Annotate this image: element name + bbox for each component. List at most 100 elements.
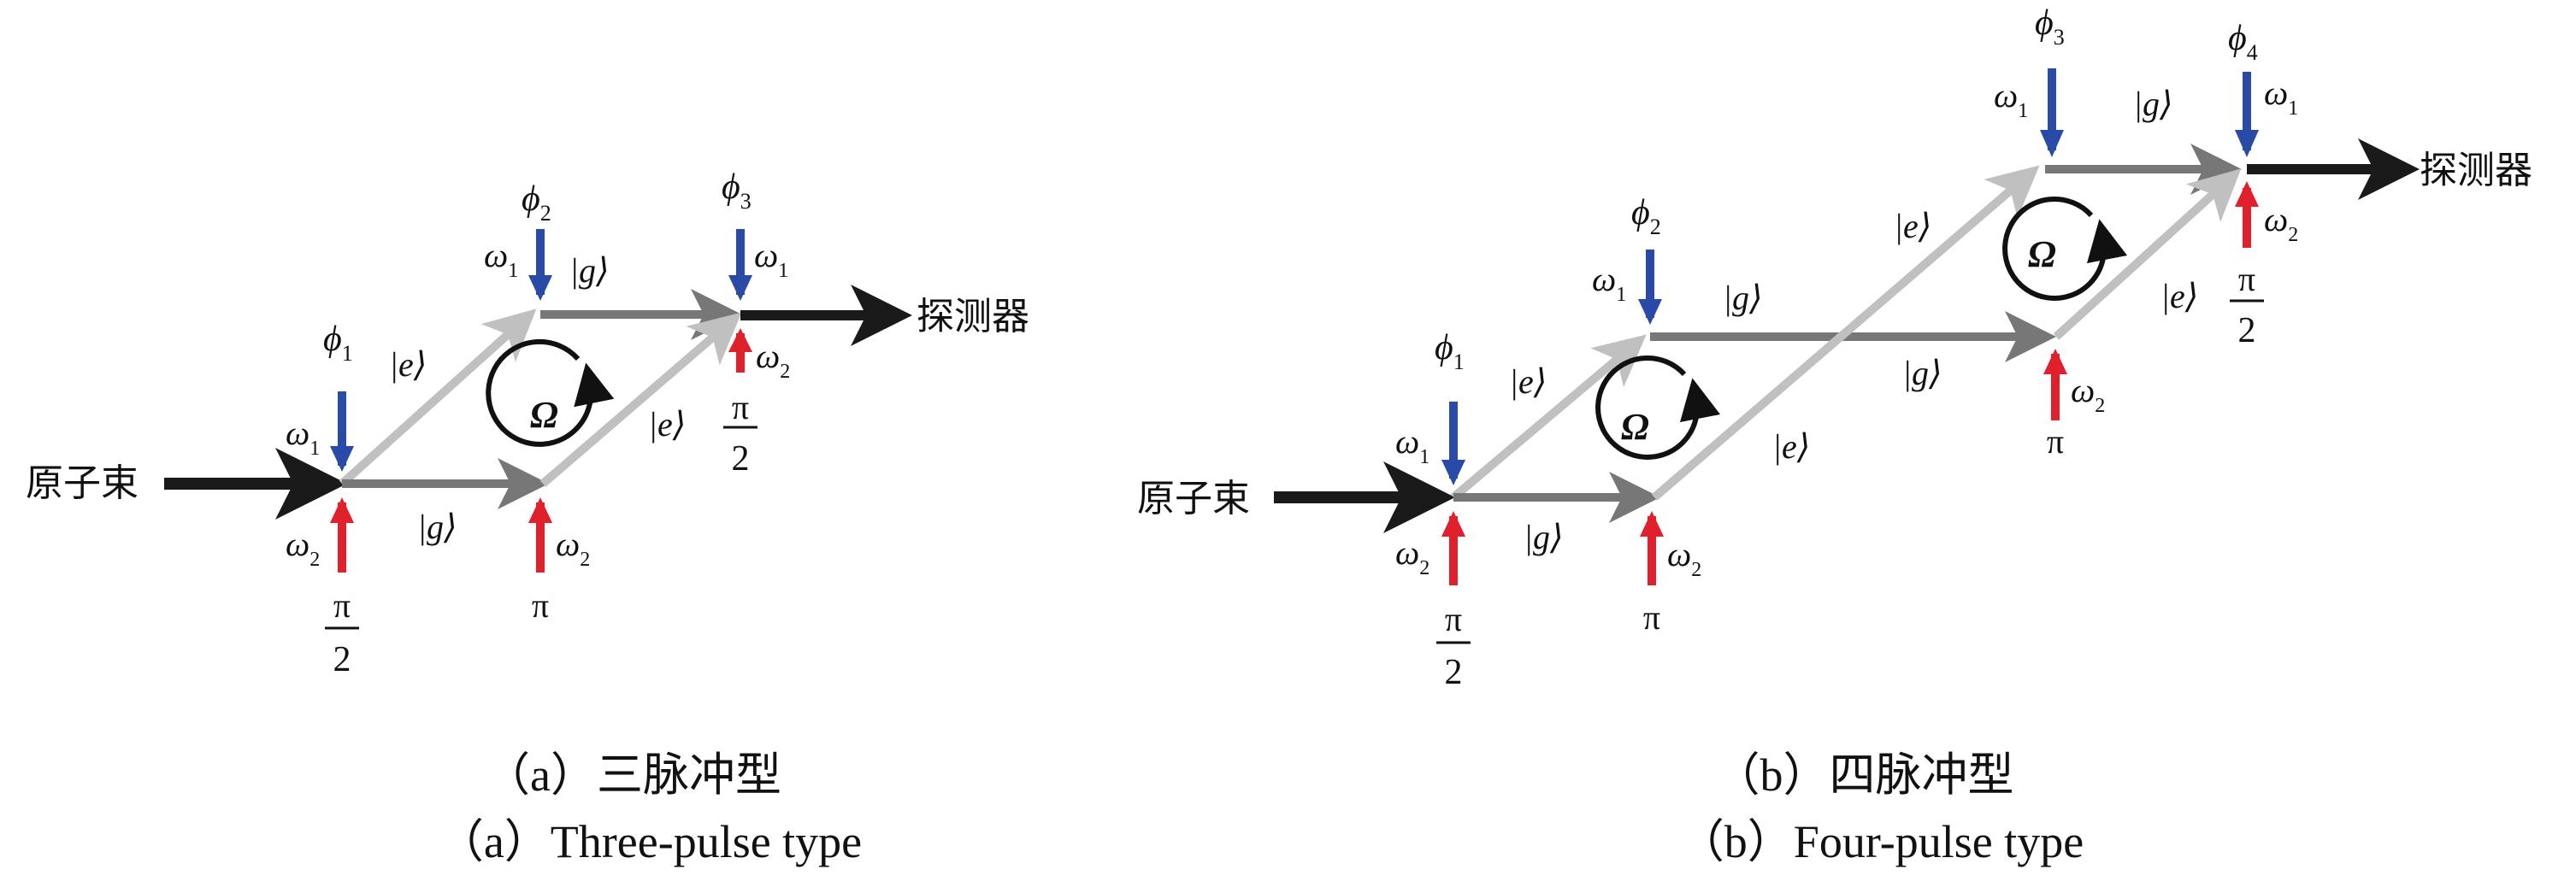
state-e-label: |e⟩ bbox=[1509, 362, 1547, 401]
svg-text:ϕ3: ϕ3 bbox=[2035, 3, 2065, 50]
phase-label: ϕ bbox=[522, 179, 540, 219]
svg-text:ω2: ω2 bbox=[286, 525, 320, 571]
pulse-area-denominator: 2 bbox=[2238, 311, 2256, 350]
rotation-circle-icon bbox=[1595, 355, 1721, 460]
omega2-arrowhead-icon bbox=[1640, 511, 1664, 537]
omega1-subscript: 1 bbox=[2018, 100, 2028, 122]
omega1-label: ω bbox=[1395, 422, 1419, 461]
panel-b-caption-en: （b）Four-pulse type bbox=[1677, 816, 2084, 867]
pulse-area-numerator: π bbox=[1445, 600, 1462, 638]
omega1-subscript: 1 bbox=[778, 260, 788, 282]
omega2-arrowhead-icon bbox=[2235, 181, 2259, 207]
state-e-label: |e⟩ bbox=[1772, 427, 1810, 466]
pulse-1: ϕ1 ω1 ω2 π 2 bbox=[286, 320, 359, 679]
pulse-4: ϕ4 ω1 ω2 π 2 bbox=[2228, 19, 2298, 350]
svg-text:ω1: ω1 bbox=[754, 236, 788, 282]
omega1-label: ω bbox=[2264, 73, 2288, 112]
pulse-3: ϕ3 ω1 ω2 π bbox=[1994, 3, 2105, 461]
omega1-label: ω bbox=[754, 236, 778, 274]
omega1-label: ω bbox=[484, 236, 508, 274]
atom-beam-label: 原子束 bbox=[26, 461, 139, 505]
rotation-circle-icon bbox=[2002, 197, 2128, 301]
state-g-label: |g⟩ bbox=[1524, 518, 1564, 556]
phase-subscript: 2 bbox=[540, 201, 551, 226]
omega2-label: ω bbox=[2264, 200, 2288, 238]
omega2-subscript: 2 bbox=[1691, 559, 1701, 581]
omega1-label: ω bbox=[286, 414, 309, 452]
omega1-arrowhead-icon bbox=[2040, 130, 2064, 157]
omega2-subscript: 2 bbox=[2095, 395, 2105, 417]
omega1-arrowhead-icon bbox=[330, 446, 354, 472]
state-g-label: |g⟩ bbox=[569, 251, 610, 290]
omega1-label: ω bbox=[1994, 76, 2018, 115]
rotation-omega-label: Ω bbox=[1621, 406, 1649, 448]
svg-text:ϕ3: ϕ3 bbox=[722, 167, 752, 214]
svg-text:ω2: ω2 bbox=[2071, 371, 2105, 417]
omega2-label: ω bbox=[1667, 535, 1691, 573]
svg-text:ω2: ω2 bbox=[2264, 200, 2298, 246]
phase-label: ϕ bbox=[2035, 3, 2054, 43]
phase-subscript: 2 bbox=[1650, 214, 1661, 239]
omega1-subscript: 1 bbox=[2288, 97, 2298, 120]
omega2-subscript: 2 bbox=[309, 549, 320, 571]
phase-label: ϕ bbox=[1631, 193, 1650, 232]
svg-text:ω2: ω2 bbox=[1667, 535, 1701, 581]
svg-text:ω1: ω1 bbox=[286, 414, 320, 460]
panel-b-four-pulse: 原子束 探测器 Ω Ω |e⟩ |g⟩ |g⟩ |e⟩ |g⟩ |e⟩ |g⟩ … bbox=[1137, 3, 2532, 692]
rotation-omega-label: Ω bbox=[2028, 233, 2056, 275]
state-g-label: |g⟩ bbox=[1723, 279, 1763, 317]
pulse-area-numerator: π bbox=[2238, 260, 2255, 298]
panel-a-three-pulse: 原子束 探测器 Ω |e⟩ |g⟩ |g⟩ |e⟩ ϕ1 ω1 ω2 π 2 bbox=[26, 167, 1029, 679]
svg-text:ω1: ω1 bbox=[1395, 422, 1429, 468]
panel-a-caption-cn: （a）三脉冲型 bbox=[484, 749, 781, 801]
svg-text:ω1: ω1 bbox=[484, 236, 518, 282]
svg-text:ω1: ω1 bbox=[1592, 260, 1626, 306]
svg-text:ω2: ω2 bbox=[1395, 533, 1429, 579]
svg-text:ϕ2: ϕ2 bbox=[522, 179, 551, 226]
omega1-label: ω bbox=[1592, 260, 1616, 298]
state-g-label: |g⟩ bbox=[417, 508, 457, 546]
pulse-area-numerator: π bbox=[333, 586, 351, 625]
panel-a-caption-en: （a）Three-pulse type bbox=[437, 816, 863, 867]
phase-label: ϕ bbox=[722, 167, 740, 207]
omega2-label: ω bbox=[2071, 371, 2095, 409]
atom-beam-label: 原子束 bbox=[1137, 477, 1250, 520]
phase-subscript: 1 bbox=[342, 341, 353, 366]
phase-subscript: 3 bbox=[2054, 25, 2065, 50]
phase-label: ϕ bbox=[323, 320, 342, 359]
pulse-area-denominator: 2 bbox=[732, 439, 750, 479]
state-e-label: |e⟩ bbox=[1894, 207, 1931, 245]
rotation-circle-icon bbox=[486, 338, 615, 447]
omega1-subscript: 1 bbox=[1616, 284, 1626, 306]
state-e-label: |e⟩ bbox=[389, 345, 427, 384]
pulse-area-numerator: π bbox=[732, 388, 749, 426]
phase-label: ϕ bbox=[1435, 328, 1453, 367]
pulse-area-denominator: 2 bbox=[333, 640, 351, 679]
excited-path-2 bbox=[539, 312, 742, 487]
svg-text:ω1: ω1 bbox=[2264, 73, 2298, 120]
svg-text:ϕ2: ϕ2 bbox=[1631, 193, 1661, 239]
pulse-area-numerator: π bbox=[2047, 422, 2064, 461]
svg-text:ϕ1: ϕ1 bbox=[323, 320, 353, 366]
omega2-label: ω bbox=[1395, 533, 1419, 572]
svg-text:ω2: ω2 bbox=[556, 525, 590, 571]
omega2-arrowhead-icon bbox=[2043, 349, 2067, 374]
omega2-label: ω bbox=[286, 525, 309, 563]
svg-text:ϕ1: ϕ1 bbox=[1435, 328, 1465, 374]
phase-subscript: 1 bbox=[1453, 350, 1465, 374]
omega1-subscript: 1 bbox=[508, 260, 518, 282]
omega1-arrowhead-icon bbox=[1638, 299, 1662, 325]
omega1-arrowhead-icon bbox=[2235, 130, 2259, 157]
omega2-label: ω bbox=[556, 525, 580, 563]
omega2-subscript: 2 bbox=[2288, 224, 2298, 246]
pulse-3: ϕ3 ω1 ω2 π 2 bbox=[722, 167, 790, 479]
omega2-subscript: 2 bbox=[580, 549, 590, 571]
detector-label: 探测器 bbox=[2420, 149, 2532, 192]
phase-subscript: 3 bbox=[740, 189, 752, 214]
phase-subscript: 4 bbox=[2247, 40, 2258, 65]
state-e-label: |e⟩ bbox=[2160, 277, 2198, 315]
omega2-arrowhead-icon bbox=[528, 497, 552, 523]
state-e-label: |e⟩ bbox=[648, 405, 686, 444]
omega1-arrowhead-icon bbox=[728, 275, 752, 301]
